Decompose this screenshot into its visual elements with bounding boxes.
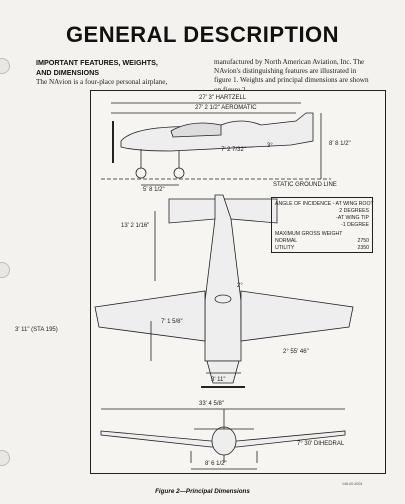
label-stab-chord: 13' 2 1/16"	[121, 223, 150, 229]
utility-row: UTILITY 2350	[275, 245, 369, 252]
nose-plan	[206, 360, 240, 384]
label-tread: 3' 11"	[211, 377, 226, 383]
label-tail-angle: 3°	[267, 143, 273, 149]
dimensions-diagram: 27' 3" HARTZELL 27' 2 1/2" AEROMATIC 7' …	[15, 90, 386, 474]
label-dihedral: 7° 30' DIHEDRAL	[297, 441, 345, 447]
canopy-side	[170, 122, 222, 138]
main-wheel	[173, 167, 185, 179]
label-cabin-height: 7' 2 7/32"	[221, 147, 246, 153]
binder-hole	[0, 58, 10, 74]
figure-ref-code: 148-00-4004	[342, 482, 363, 486]
label-span: 33' 4 5/8"	[199, 401, 224, 407]
label-gear-tread: 8' 6 1/2"	[205, 461, 227, 467]
normal-value: 2750	[357, 238, 369, 244]
cockpit-plan	[214, 294, 232, 304]
incidence-title: ANGLE OF INCIDENCE - AT WING ROOT	[275, 201, 374, 207]
label-aeromatic: 27' 2 1/2" AEROMATIC	[195, 105, 257, 111]
label-tail-height: 8' 8 1/2"	[329, 141, 351, 147]
label-station-dim: 3' 11" (STA 195)	[15, 327, 58, 333]
label-hartzell: 27' 3" HARTZELL	[199, 95, 247, 101]
paragraph-col1: The NAvion is a four-place personal airp…	[36, 78, 168, 86]
weight-title: MAXIMUM GROSS WEIGHT	[275, 231, 343, 237]
utility-value: 2350	[357, 245, 369, 251]
section-heading-line: AND DIMENSIONS	[36, 68, 100, 77]
label-ground-line: STATIC GROUND LINE	[273, 182, 337, 188]
label-wing-root-dim: 7' 1 5/8"	[161, 319, 183, 325]
label-wing-angle: 2°	[237, 283, 243, 289]
section-heading-line: IMPORTANT FEATURES, WEIGHTS,	[36, 58, 158, 67]
aircraft-drawing	[94, 102, 354, 470]
incidence-tip: -AT WING TIP	[336, 215, 369, 221]
specs-box: ANGLE OF INCIDENCE - AT WING ROOT 2 DEGR…	[271, 197, 374, 253]
normal-label: NORMAL	[275, 238, 298, 244]
binder-hole	[0, 262, 10, 278]
utility-label: UTILITY	[275, 245, 295, 251]
fuselage-plan	[204, 194, 242, 362]
right-wing	[240, 290, 354, 342]
label-sweep-angle: 2° 55' 46"	[283, 349, 309, 355]
fuselage-front	[211, 426, 237, 456]
nose-wheel	[135, 167, 147, 179]
binder-hole	[0, 450, 10, 466]
incidence-root: 2 DEGREES	[339, 208, 369, 214]
paragraph-col2: manufactured by North American Aviation,…	[214, 58, 369, 94]
section-heading: IMPORTANT FEATURES, WEIGHTS, AND DIMENSI…	[36, 58, 196, 78]
incidence-tip-value: -1 DEGREE	[341, 222, 369, 228]
page-title: GENERAL DESCRIPTION	[65, 22, 340, 47]
figure-caption: Figure 2—Principal Dimensions	[155, 488, 250, 495]
normal-row: NORMAL 2750	[275, 238, 369, 245]
left-wing	[94, 290, 206, 342]
label-gear-dim: 5' 8 1/2"	[143, 187, 165, 193]
